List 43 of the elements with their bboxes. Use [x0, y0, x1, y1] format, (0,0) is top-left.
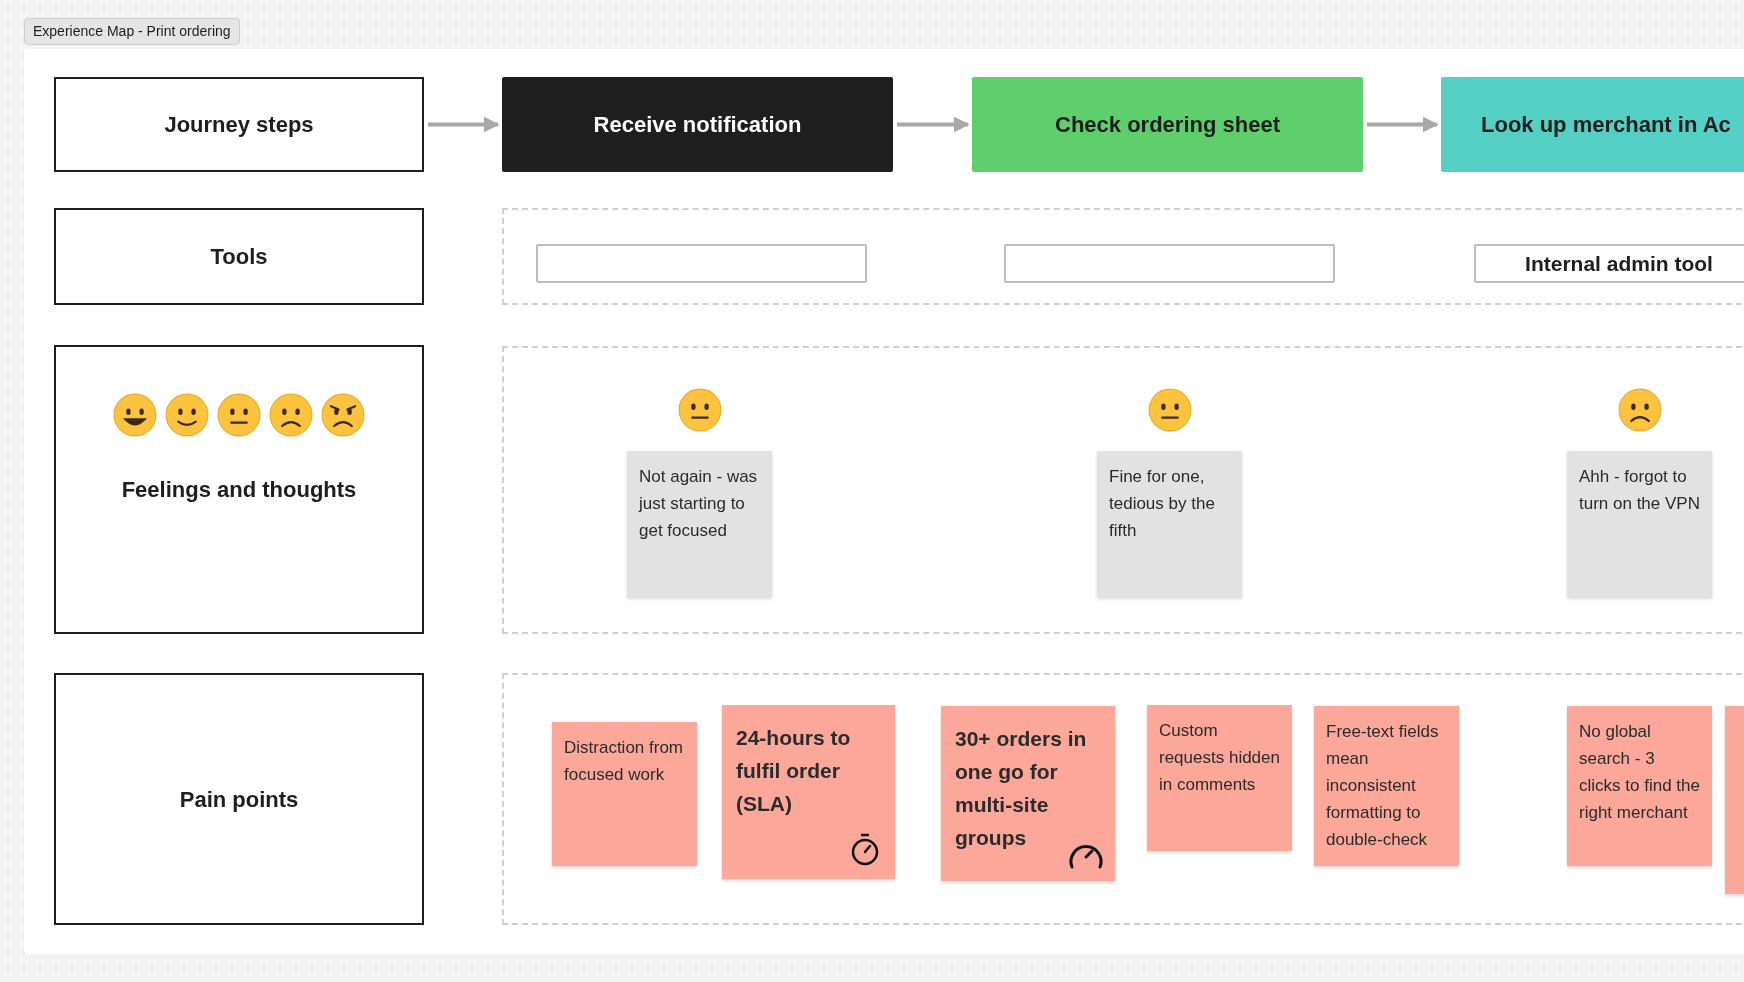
- arrow: [428, 116, 500, 133]
- row-title: Tools: [210, 243, 268, 271]
- row-header-box: [54, 77, 424, 172]
- row-header-box: [54, 673, 424, 925]
- row-header-box: [54, 345, 424, 634]
- note-text: Free-text fields mean inconsistent formatting to double-check: [1326, 721, 1440, 851]
- journey-step-box: [1441, 77, 1744, 172]
- step-title: Check ordering sheet: [1055, 111, 1280, 139]
- dashed-lane: [502, 673, 1744, 925]
- row-title: Feelings and thoughts: [121, 476, 357, 504]
- note-text: Distraction from focused work: [564, 737, 685, 786]
- dashed-lane: [502, 346, 1744, 634]
- step-title: Look up merchant in Ac: [1481, 111, 1731, 139]
- tool-label: Internal admin tool: [1525, 250, 1713, 277]
- note-text: Ahh - forgot to turn on the VPN: [1579, 466, 1700, 515]
- note-text: Custom requests hidden in comments: [1159, 720, 1280, 796]
- note-text: 30+ orders in one go for multi-site groups: [955, 726, 1088, 851]
- tool-box: [1474, 244, 1744, 283]
- note-text: Not again - was just starting to get focused: [639, 466, 759, 542]
- sticky-note: [1097, 451, 1242, 597]
- note-text: No global search - 3 clicks to find the right merchant: [1579, 721, 1700, 824]
- frame-title: Experience Map - Print ordering: [24, 18, 240, 45]
- dashed-lane: [502, 208, 1744, 305]
- tool-box: [1004, 244, 1335, 283]
- arrow: [897, 116, 970, 133]
- note-text: 24-hours to fulfil order (SLA): [736, 725, 852, 817]
- row-header-box: [54, 208, 424, 305]
- sticky-note: [1147, 705, 1292, 851]
- journey-step-box: [972, 77, 1363, 172]
- row-title: Pain points: [179, 785, 299, 814]
- sticky-note: [1567, 706, 1712, 866]
- tool-box: [536, 244, 867, 283]
- sticky-note: [552, 722, 697, 866]
- step-title: Receive notification: [593, 111, 802, 139]
- sticky-note: [722, 705, 895, 879]
- sticky-note: [941, 706, 1115, 881]
- sticky-note: [1314, 706, 1459, 866]
- sticky-note: [627, 451, 772, 597]
- journey-step-box: [502, 77, 893, 172]
- note-text: Fine for one, tedious by the fifth: [1109, 466, 1216, 542]
- sticky-note: [1567, 451, 1712, 597]
- row-title: Journey steps: [164, 111, 314, 139]
- arrow: [1367, 116, 1439, 133]
